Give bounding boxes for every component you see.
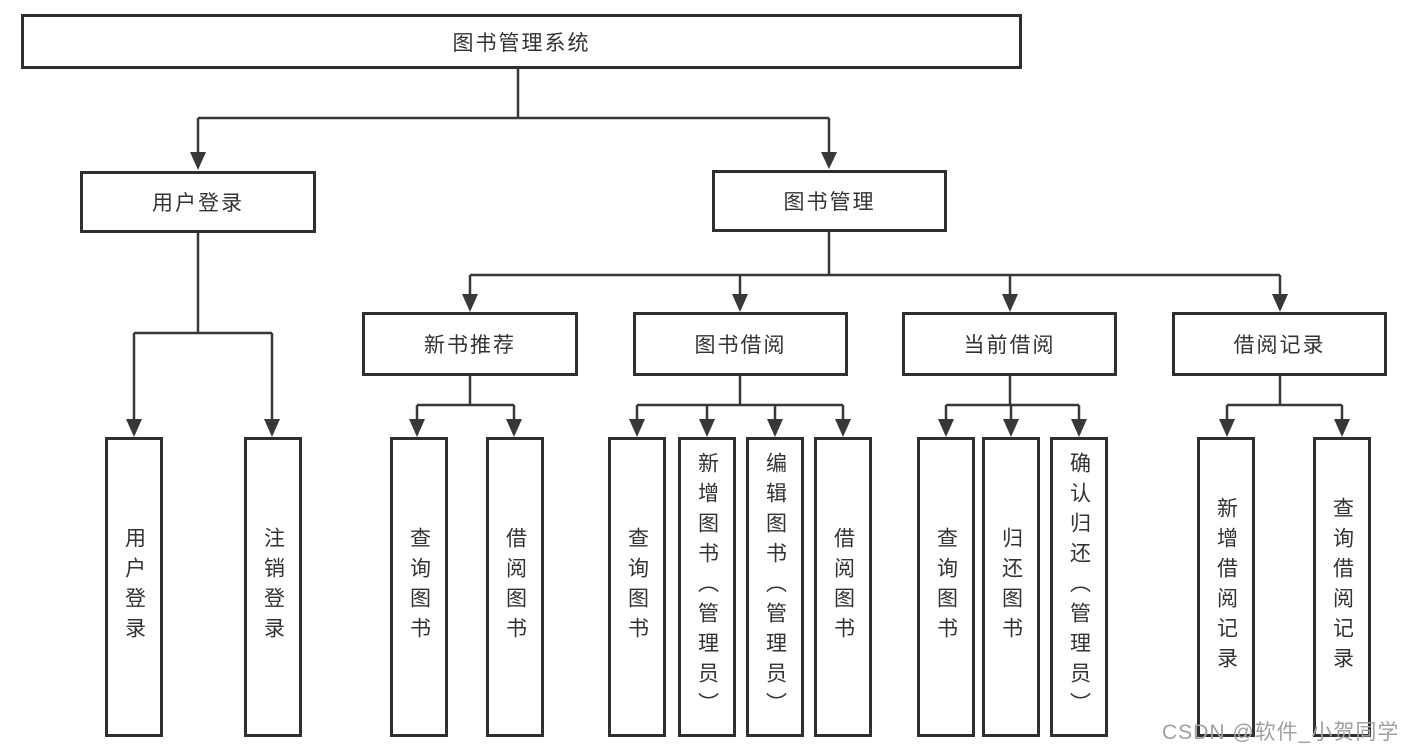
leaf-borrow-borrow-books: 借阅图书 xyxy=(814,437,872,737)
leaf-current-return-book: 归还图书 xyxy=(982,437,1040,737)
edge-new-book-recommend-to-leaves xyxy=(409,376,522,437)
edge-root-to-level2 xyxy=(190,69,837,170)
node-current-borrow: 当前借阅 xyxy=(902,312,1117,376)
leaf-records-query-record: 查询借阅记录 xyxy=(1313,437,1371,737)
leaf-logout: 注销登录 xyxy=(244,437,302,737)
watermark: CSDN @软件_小贺同学 xyxy=(1162,721,1400,744)
node-root: 图书管理系统 xyxy=(21,14,1022,69)
leaf-recommend-borrow-books: 借阅图书 xyxy=(486,437,544,737)
edge-book-management-to-level3 xyxy=(462,232,1288,312)
leaf-current-confirm-return-admin: 确认归还（管理员） xyxy=(1050,437,1108,737)
leaf-borrow-query-books: 查询图书 xyxy=(608,437,666,737)
node-book-management: 图书管理 xyxy=(712,170,947,232)
edge-user-login-to-leaves xyxy=(126,233,280,437)
leaf-borrow-edit-book-admin: 编辑图书（管理员） xyxy=(746,437,804,737)
node-book-borrow: 图书借阅 xyxy=(633,312,848,376)
edge-borrow-records-to-leaves xyxy=(1219,376,1350,437)
node-new-book-recommend: 新书推荐 xyxy=(362,312,578,376)
leaf-current-query-books: 查询图书 xyxy=(917,437,975,737)
edge-current-borrow-to-leaves xyxy=(938,376,1087,437)
leaf-records-add-record: 新增借阅记录 xyxy=(1197,437,1255,737)
leaf-user-login: 用户登录 xyxy=(105,437,163,737)
leaf-recommend-query-books: 查询图书 xyxy=(390,437,448,737)
leaf-borrow-add-book-admin: 新增图书（管理员） xyxy=(678,437,736,737)
edge-book-borrow-to-leaves xyxy=(629,376,851,437)
node-borrow-records: 借阅记录 xyxy=(1172,312,1387,376)
node-user-login: 用户登录 xyxy=(80,171,316,233)
